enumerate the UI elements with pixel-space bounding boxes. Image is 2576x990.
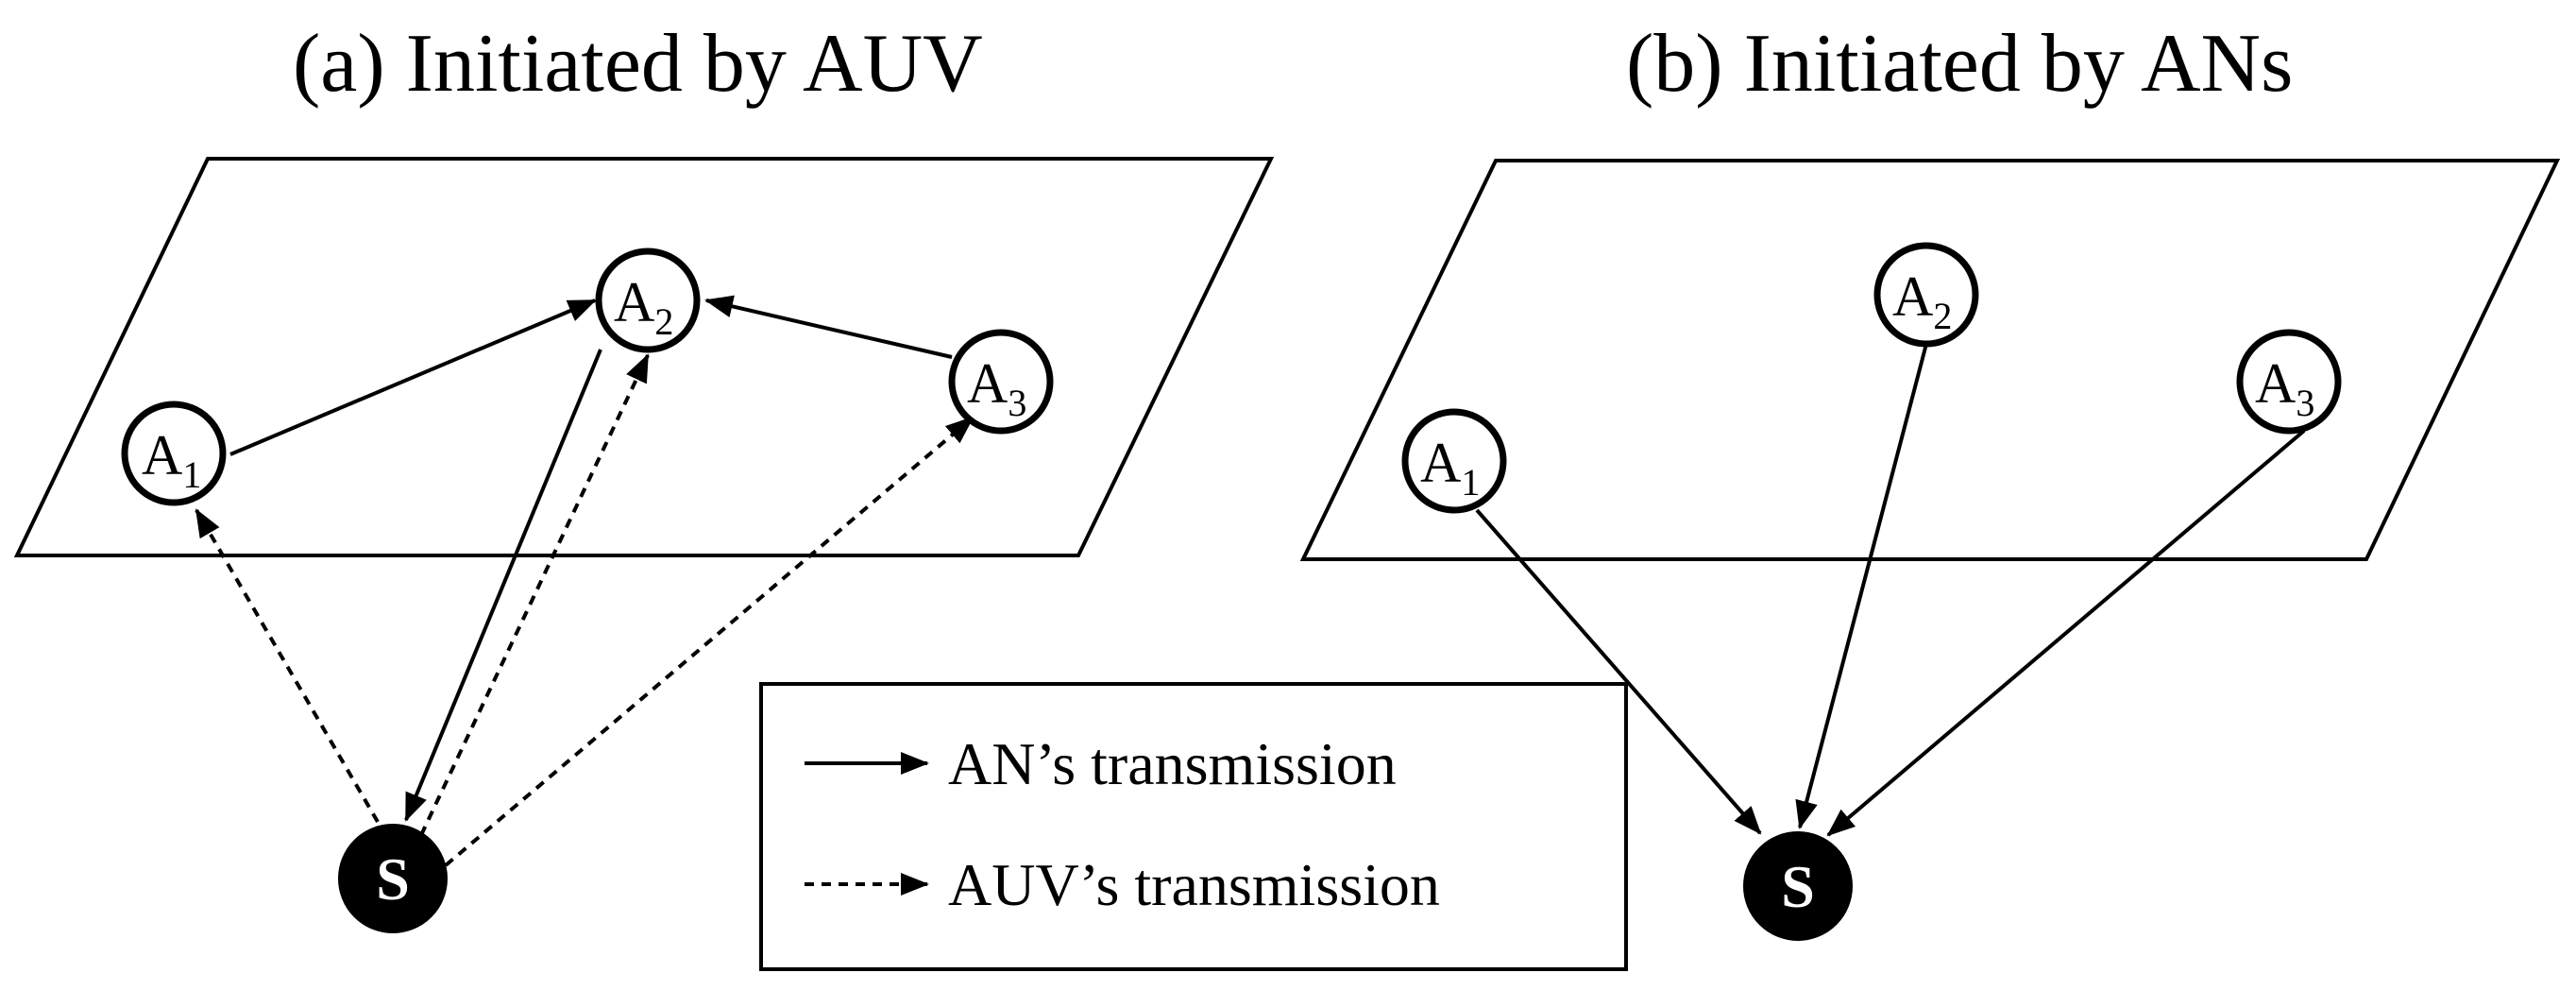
panel-b-node-a1: A1 xyxy=(1401,408,1507,514)
panel-a-plane xyxy=(13,157,1275,557)
panel-a-edge-s-a2 xyxy=(419,353,650,836)
panel-a-node-a1: A1 xyxy=(121,401,227,506)
panel-b-node-a2-label: A2 xyxy=(1892,265,1952,337)
panel-a-node-a1-label: A1 xyxy=(142,424,201,496)
panel-b-node-a2: A2 xyxy=(1873,242,1979,348)
legend-label-solid: AN’s transmission xyxy=(948,730,1397,797)
panel-b-node-a3-label: A3 xyxy=(2255,352,2314,424)
panel-a-sink: S xyxy=(338,824,448,933)
panel-a-edge-a2-s xyxy=(404,349,602,822)
legend-item-solid: AN’s transmission xyxy=(805,730,1397,797)
panel-a-title: (a) Initiated by AUV xyxy=(293,18,983,110)
panel-b-sink-label: S xyxy=(1781,853,1815,920)
panel-b-edge-a2-s xyxy=(1795,343,1928,829)
panel-a-node-a2: A2 xyxy=(595,248,701,353)
panel-b-edges xyxy=(1475,343,2306,837)
panel-a-edge-s-a1 xyxy=(195,508,380,824)
panel-b: (b) Initiated by ANs A1 A2 A3 S xyxy=(1299,18,2561,941)
legend: AN’s transmission AUV’s transmission xyxy=(759,682,1628,971)
panel-b-edge-a3-s xyxy=(1826,429,2306,837)
legend-label-dashed: AUV’s transmission xyxy=(948,851,1440,918)
panel-b-title: (b) Initiated by ANs xyxy=(1626,18,2293,110)
panel-a-node-a2-label: A2 xyxy=(614,271,673,343)
panel-a-edge-a3-a2 xyxy=(704,295,953,359)
panel-a-edge-s-a3 xyxy=(444,416,974,867)
panel-a-sink-label: S xyxy=(376,845,410,913)
panel-a: (a) Initiated by AUV A1 A2 A3 xyxy=(13,18,1275,933)
panel-a-edge-a1-a2 xyxy=(229,299,597,456)
panel-b-sink: S xyxy=(1743,831,1853,941)
panel-b-plane xyxy=(1299,159,2561,561)
panel-b-edge-a1-s xyxy=(1475,508,1762,835)
panel-a-edges xyxy=(195,295,974,867)
legend-item-dashed: AUV’s transmission xyxy=(805,851,1440,918)
legend-box xyxy=(759,682,1628,971)
panel-a-node-a3-label: A3 xyxy=(967,352,1026,424)
panel-b-node-a3: A3 xyxy=(2236,329,2342,435)
panel-b-node-a1-label: A1 xyxy=(1420,432,1480,504)
panel-a-node-a3: A3 xyxy=(948,329,1054,435)
